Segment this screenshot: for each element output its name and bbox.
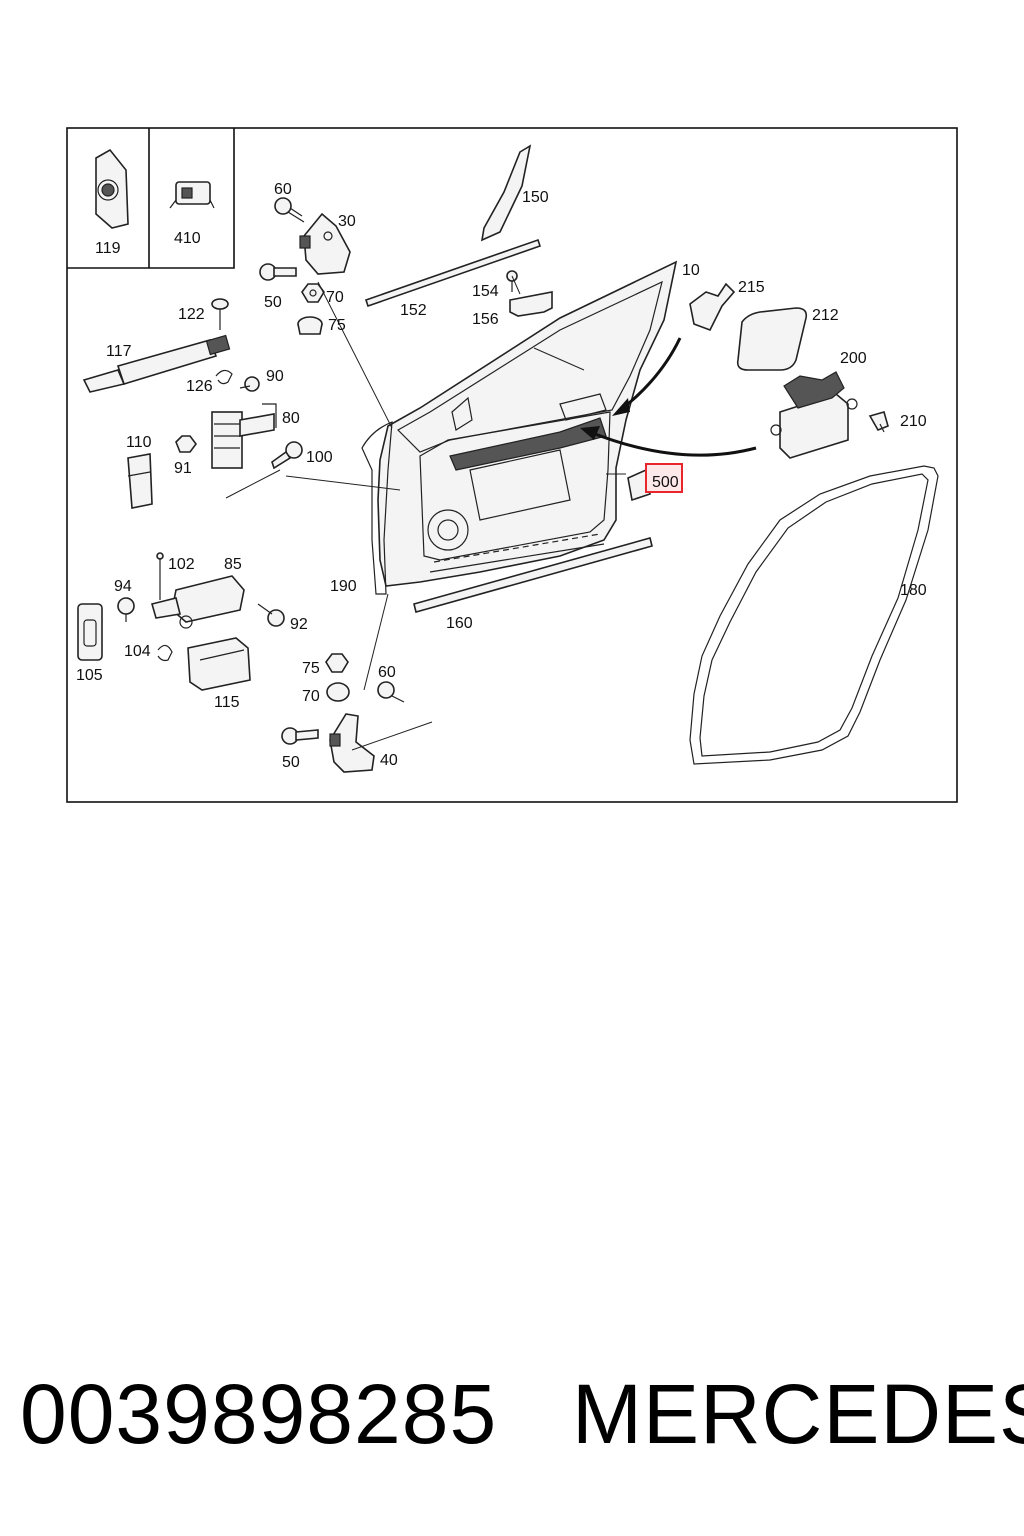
screw-210	[868, 411, 889, 433]
strut-117	[82, 334, 231, 393]
arrowhead-1	[612, 398, 630, 416]
actuator-85	[151, 575, 245, 629]
part-label-85: 85	[224, 556, 242, 573]
part-label-156: 156	[472, 311, 499, 328]
highlight-box-500	[645, 463, 683, 493]
part-label-117: 117	[106, 343, 132, 360]
part-label-104: 104	[124, 643, 151, 660]
pillar-trim-150	[480, 144, 532, 242]
clip-154	[506, 270, 518, 292]
part-label-126: 126	[186, 378, 213, 395]
bracket-105	[77, 603, 103, 661]
nut-91	[175, 435, 197, 453]
part-label-75-bottom: 75	[302, 660, 320, 677]
cap-75-top	[297, 316, 323, 335]
nut-70-top	[301, 283, 325, 303]
part-label-215: 215	[738, 279, 765, 296]
part-number-caption: 0039898285	[20, 1367, 498, 1461]
part-label-91: 91	[174, 460, 192, 477]
lock-200	[770, 371, 858, 459]
diagram-frame	[66, 127, 958, 803]
nut-70-bottom	[326, 682, 350, 702]
screw-60-top	[274, 197, 305, 223]
bolt-50-top	[259, 263, 297, 281]
inset-part-410	[169, 181, 215, 209]
screw-94	[117, 597, 135, 622]
check-strap-80	[211, 403, 277, 469]
part-label-150: 150	[522, 189, 549, 206]
part-label-500: 500	[652, 474, 679, 491]
door-seal-180	[689, 465, 939, 765]
part-label-200: 200	[840, 350, 867, 367]
part-label-154: 154	[472, 283, 499, 300]
part-label-70-top: 70	[326, 289, 344, 306]
cap-75-bottom	[325, 653, 349, 673]
door-seal-180-inner	[699, 473, 929, 757]
screw-60-bottom	[377, 681, 405, 703]
part-label-110: 110	[126, 434, 152, 451]
bolt-50-bottom	[281, 727, 319, 745]
screw-92	[257, 603, 285, 627]
part-label-115: 115	[214, 694, 240, 711]
film-212	[736, 307, 808, 371]
cover-115	[187, 637, 251, 691]
part-label-190: 190	[330, 578, 357, 595]
bracket-110	[127, 453, 153, 509]
part-label-70-bottom: 70	[302, 688, 320, 705]
part-label-160: 160	[446, 615, 473, 632]
arrowhead-2	[580, 426, 600, 440]
arrow-to-door-from-200	[589, 430, 757, 457]
clip-126	[215, 369, 233, 385]
part-label-90: 90	[266, 368, 284, 385]
part-label-40: 40	[380, 752, 398, 769]
screw-90	[239, 376, 260, 392]
part-label-210: 210	[900, 413, 927, 430]
part-label-180: 180	[900, 582, 927, 599]
part-label-212: 212	[812, 307, 839, 324]
part-label-80: 80	[282, 410, 300, 427]
sticker-500	[627, 468, 651, 502]
part-label-50-top: 50	[264, 294, 282, 311]
part-label-10: 10	[682, 262, 700, 279]
part-label-105: 105	[76, 667, 103, 684]
door-shell	[377, 260, 678, 587]
screw-100	[271, 441, 303, 470]
part-label-94: 94	[114, 578, 132, 595]
pad-215	[689, 282, 736, 332]
inset-part-119	[95, 148, 129, 229]
part-label-30: 30	[338, 213, 356, 230]
door-strip-160	[413, 537, 653, 613]
upper-hinge-30	[299, 212, 351, 275]
pin-102	[156, 552, 164, 600]
part-label-60-bottom: 60	[378, 664, 396, 681]
clip-104	[157, 644, 173, 662]
part-label-75-top: 75	[328, 317, 346, 334]
leader-lines	[225, 275, 626, 751]
part-label-122: 122	[178, 306, 205, 323]
part-label-100: 100	[306, 449, 333, 466]
inset-label-410: 410	[174, 230, 201, 247]
part-label-152: 152	[400, 302, 427, 319]
pin-122	[211, 298, 229, 330]
brand-caption: MERCEDES	[572, 1367, 1024, 1461]
inset-label-119: 119	[95, 240, 121, 257]
bracket-156	[509, 291, 553, 317]
sealing-strip-152	[364, 238, 542, 308]
lower-hinge-40	[329, 713, 375, 773]
part-label-60-top: 60	[274, 181, 292, 198]
part-label-92: 92	[290, 616, 308, 633]
inset-box-divider	[67, 128, 235, 269]
part-label-102: 102	[168, 556, 195, 573]
part-label-50-bottom: 50	[282, 754, 300, 771]
